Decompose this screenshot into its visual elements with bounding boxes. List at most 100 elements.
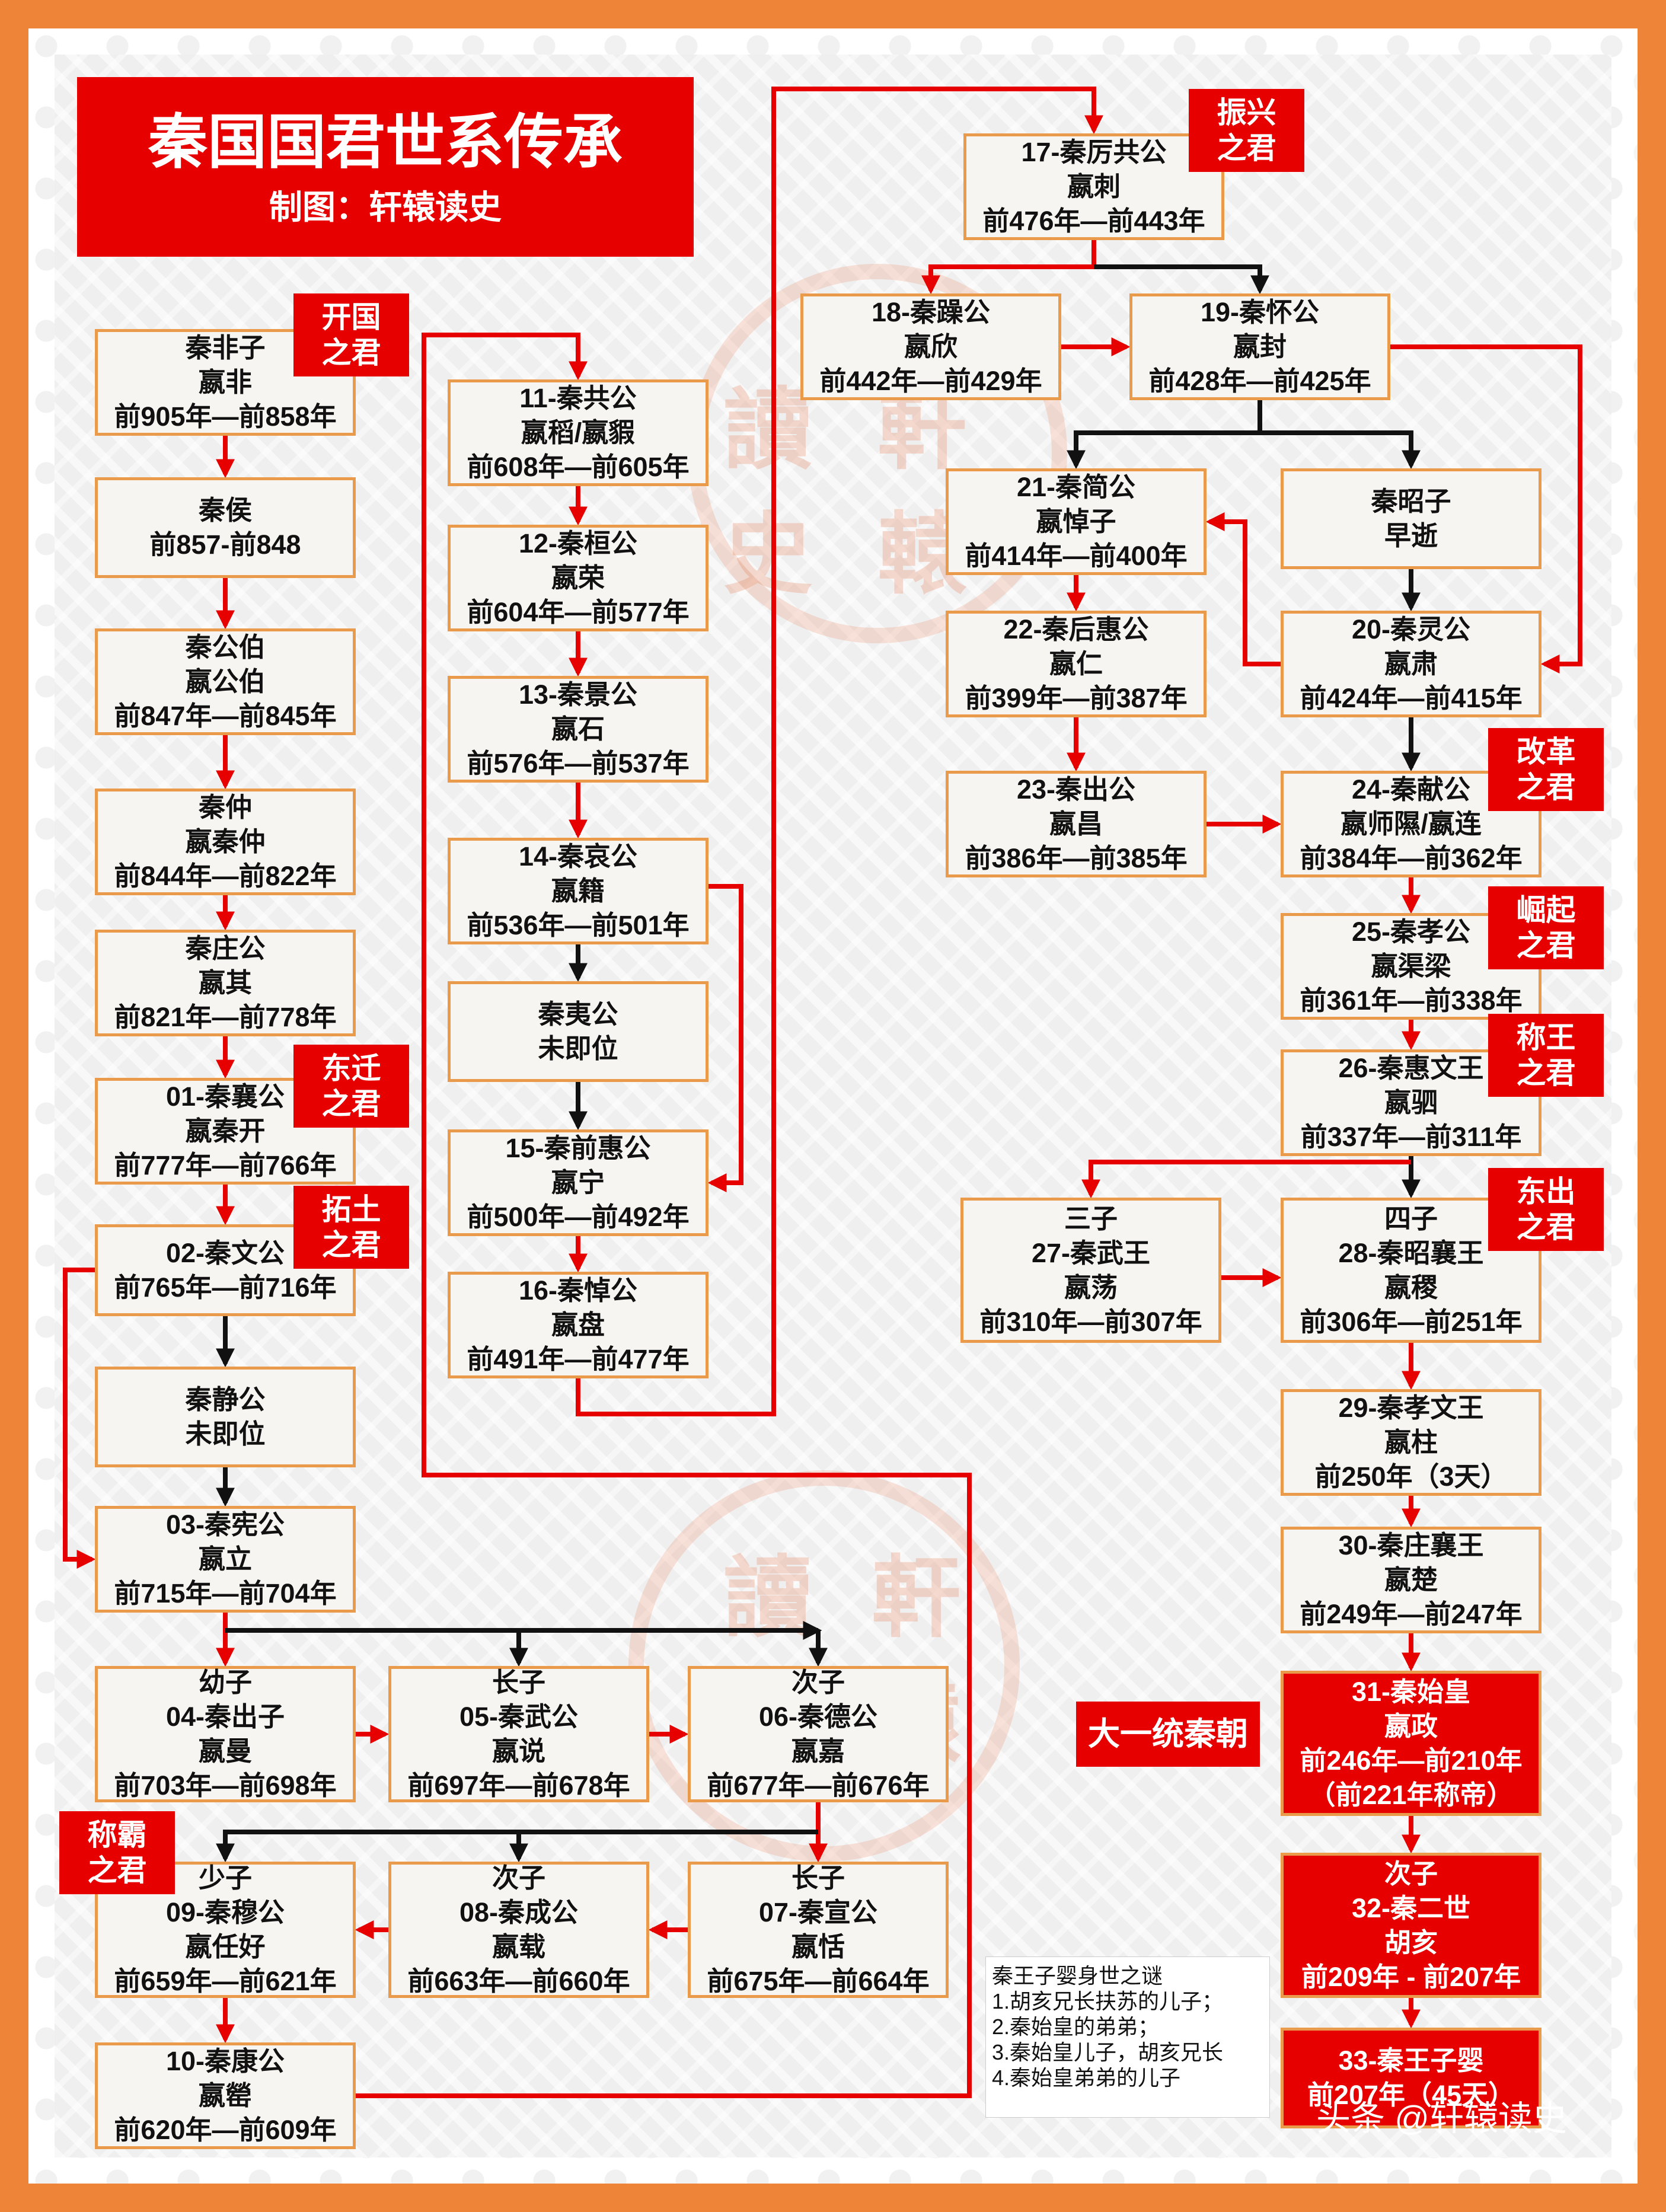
epithet-line: 振兴 [1217, 96, 1276, 129]
ruler-box-n36: 29-秦孝文王嬴柱前250年（3天） [1281, 1389, 1541, 1496]
succession-arrow [1094, 264, 1269, 295]
ruler-box-n27: 秦昭子早逝 [1281, 468, 1541, 569]
ruler-line: 前310年—前307年 [979, 1306, 1202, 1337]
ruler-line: 嬴荡 [1064, 1272, 1118, 1303]
ruler-line: 前677年—前676年 [707, 1770, 930, 1801]
ruler-line: 前620年—前609年 [114, 2115, 337, 2145]
ruler-line: 31-秦始皇 [1351, 1676, 1471, 1707]
ruler-line: 12-秦桓公 [518, 528, 638, 558]
connectors [63, 87, 1582, 2098]
ruler-line: 早逝 [1384, 521, 1438, 551]
ruler-line: 次子 [791, 1667, 845, 1697]
ruler-line: 27-秦武王 [1031, 1237, 1151, 1268]
ruler-line: 嬴罃 [198, 2080, 252, 2111]
ruler-box-n21: 15-秦前惠公嬴宁前500年—前492年 [448, 1129, 708, 1236]
ruler-line: 秦静公 [185, 1384, 266, 1415]
ruler-line: 秦侯 [198, 495, 252, 525]
epithet-line: 拓土 [321, 1193, 381, 1226]
epithet-line: 崛起 [1516, 893, 1576, 927]
ruler-line: 03-秦宪公 [165, 1509, 285, 1540]
ruler-line: 嬴柱 [1384, 1427, 1438, 1457]
succession-arrow [707, 884, 743, 1192]
ruler-line: 07-秦宣公 [758, 1897, 878, 1927]
ruler-line: 前576年—前537年 [467, 748, 690, 778]
ruler-line: 前905年—前858年 [114, 401, 337, 432]
ruler-line: 29-秦孝文王 [1338, 1393, 1484, 1423]
ruler-line: 前659年—前621年 [114, 1966, 337, 1996]
ruler-box-n3: 秦仲嬴秦仲前844年—前822年 [95, 789, 356, 895]
ruler-line: 嬴渠梁 [1371, 951, 1451, 981]
ruler-line: 前491年—前477年 [467, 1344, 690, 1374]
note-title: 秦王子婴身世之谜 [992, 1964, 1163, 1988]
ruler-line: 前414年—前400年 [965, 541, 1188, 571]
ruler-line: 前663年—前660年 [407, 1966, 630, 1996]
epithet-tag-t8: 东出之君 [1488, 1168, 1604, 1251]
ruler-line: 嬴驷 [1384, 1087, 1438, 1118]
succession-arrow [1390, 344, 1582, 674]
succession-arrow [1260, 430, 1421, 470]
ruler-line: 09-秦穆公 [165, 1897, 285, 1927]
ruler-line: 胡亥 [1384, 1927, 1438, 1958]
watermark-char: 讀 [723, 1546, 813, 1650]
ruler-line: 嬴稻/嬴貑 [521, 417, 636, 448]
ruler-line: 三子 [1064, 1203, 1118, 1234]
ruler-line: 秦非子 [185, 333, 266, 363]
ruler-box-n19: 14-秦哀公嬴籍前536年—前501年 [448, 838, 708, 944]
ruler-line: 嬴其 [198, 968, 252, 998]
ruler-line: 21-秦简公 [1016, 472, 1136, 502]
ruler-box-n1: 秦侯前857-前848 [95, 477, 356, 578]
ruler-line: 19-秦怀公 [1200, 297, 1320, 327]
ruler-box-n7: 秦静公未即位 [95, 1367, 356, 1467]
ruler-line: 前821年—前778年 [114, 1002, 337, 1032]
ruler-box-n23: 17-秦厉共公嬴刺前476年—前443年 [963, 133, 1224, 240]
ruler-line: 嬴立 [198, 1544, 252, 1574]
ruler-box-n15: 10-秦康公嬴罃前620年—前609年 [95, 2042, 356, 2149]
ruler-line: 嬴政 [1384, 1710, 1438, 1741]
ruler-line: 长子 [791, 1863, 845, 1893]
ruler-line: 嬴楚 [1384, 1565, 1438, 1595]
ruler-line: 嬴载 [491, 1932, 545, 1962]
ruler-line: 嬴盘 [551, 1310, 605, 1340]
ruler-box-n20: 秦夷公未即位 [448, 981, 708, 1082]
epithet-line: 称霸 [87, 1818, 147, 1852]
ruler-line: 嬴欣 [904, 331, 958, 362]
succession-arrow [63, 1268, 96, 1569]
ruler-line: 32-秦二世 [1351, 1892, 1471, 1923]
ruler-line: 前424年—前415年 [1300, 683, 1523, 713]
ruler-line: 13-秦景公 [518, 679, 638, 710]
ruler-line: 秦庄公 [185, 933, 266, 963]
ruler-line: 前703年—前698年 [114, 1770, 337, 1801]
ruler-line: 嬴任好 [185, 1932, 266, 1962]
ruler-line: 10-秦康公 [165, 2046, 285, 2076]
ruler-line: 嬴非 [198, 367, 252, 397]
ruler-line: 05-秦武公 [459, 1702, 579, 1732]
ruler-line: 前715年—前704年 [114, 1578, 337, 1608]
ruler-box-n25: 19-秦怀公嬴封前428年—前425年 [1129, 293, 1390, 400]
ruler-line: 22-秦后惠公 [1003, 614, 1149, 644]
note-item-4: 4.秦始皇弟弟的儿子 [992, 2066, 1181, 2090]
ruler-box-n8: 03-秦宪公嬴立前715年—前704年 [95, 1506, 356, 1613]
epithet-tag-t7: 称王之君 [1488, 1014, 1604, 1097]
ruler-line: 前500年—前492年 [467, 1202, 690, 1232]
ruler-line: 25-秦孝公 [1351, 917, 1471, 947]
ruler-line: 前361年—前338年 [1300, 985, 1523, 1016]
note-item-3: 3.秦始皇儿子，胡亥兄长 [992, 2040, 1224, 2064]
ruler-line: 前384年—前362年 [1300, 843, 1523, 873]
ruler-line: 前476年—前443年 [982, 206, 1205, 236]
note-item-2: 2.秦始皇的弟弟； [992, 2015, 1160, 2039]
ruler-box-n24: 18-秦躁公嬴欣前442年—前429年 [800, 293, 1061, 400]
epithet-line: 之君 [1516, 1211, 1576, 1244]
ruler-line: 嬴说 [491, 1736, 545, 1766]
ruler-box-n38: 31-秦始皇嬴政前246年—前210年（前221年称帝） [1281, 1671, 1541, 1816]
ruler-line: 11-秦共公 [519, 383, 637, 413]
title-banner: 秦国国君世系传承 制图：轩辕读史 [77, 77, 694, 257]
epithet-tag-t0: 开国之君 [293, 293, 409, 376]
ruler-line: 未即位 [538, 1033, 618, 1064]
ruler-line: 少子 [198, 1863, 252, 1893]
